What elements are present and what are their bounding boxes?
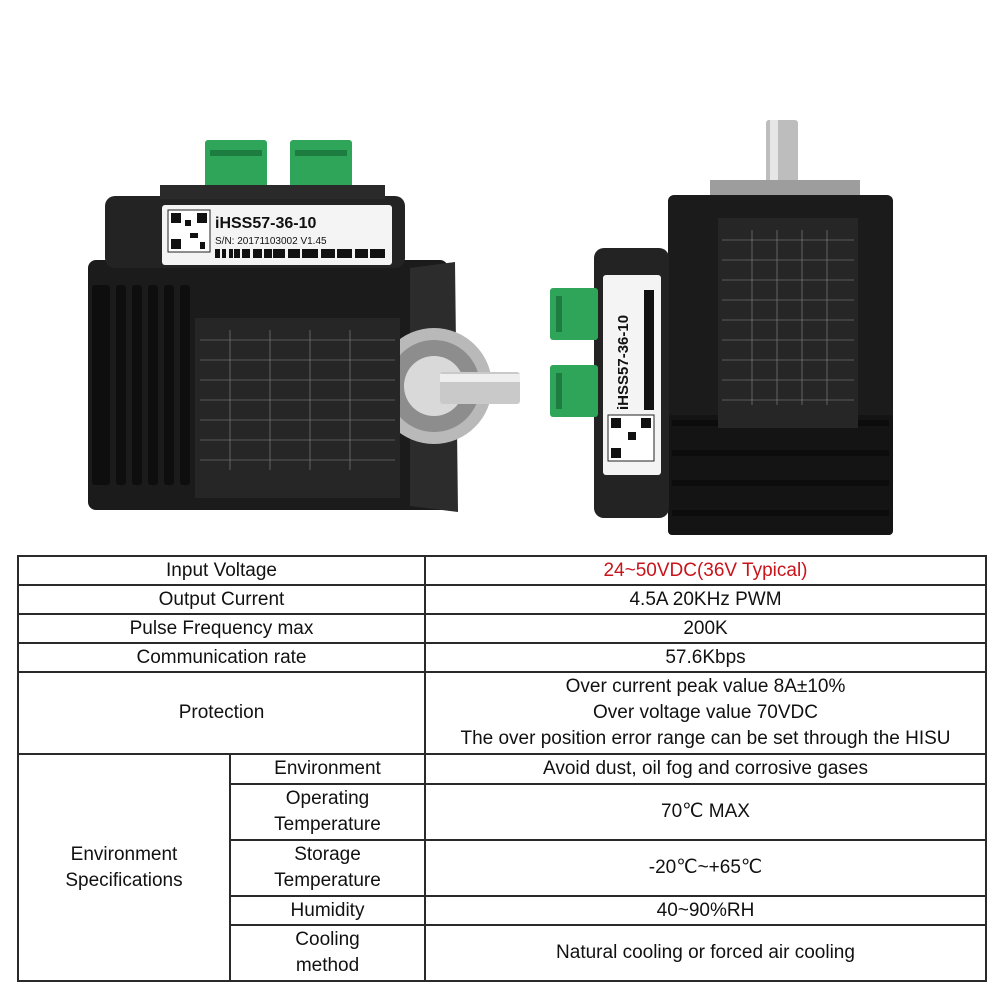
right-pulse-table-plate [718,218,858,428]
output-current-label: Output Current [17,584,426,615]
env-row-value: Natural cooling or forced air cooling [424,924,987,982]
right-model-label: iHSS57-36-10 [615,315,632,410]
protection-value: Over current peak value 8A±10% Over volt… [424,671,987,755]
table-row: Communication rate 57.6Kbps [17,642,987,673]
pulse-frequency-label: Pulse Frequency max [17,613,426,644]
table-row: Pulse Frequency max 200K [17,613,987,644]
protection-line: Over current peak value 8A±10% [565,676,846,697]
output-current-value: 4.5A 20KHz PWM [424,584,987,615]
input-voltage-label: Input Voltage [17,555,426,586]
env-row-label: Cooling method [229,924,426,982]
communication-rate-value: 57.6Kbps [424,642,987,673]
specification-table: Input Voltage 24~50VDC(36V Typical) Outp… [17,555,987,982]
left-pulse-table-plate [195,318,400,498]
env-row-value: 70℃ MAX [424,783,987,841]
env-row-value: Avoid dust, oil fog and corrosive gases [424,753,987,785]
protection-line: The over position error range can be set… [460,728,951,749]
left-serial-label: S/N: 20171103002 V1.45 [215,236,327,247]
table-row: Storage Temperature -20℃~+65℃ [18,839,987,897]
table-row: Humidity 40~90%RH [18,895,987,926]
right-servo-motor: iHSS57-36-10 [550,120,893,535]
environment-specifications-label: Environment Specifications [17,753,231,982]
env-row-label: Storage Temperature [229,839,426,897]
env-row-label: Humidity [229,895,426,926]
protection-line: Over voltage value 70VDC [593,702,818,723]
table-row: Output Current 4.5A 20KHz PWM [17,584,987,615]
communication-rate-label: Communication rate [17,642,426,673]
env-row-value: 40~90%RH [424,895,987,926]
left-model-label: iHSS57-36-10 [215,215,316,232]
env-row-value: -20℃~+65℃ [424,839,987,897]
product-photo: iHSS57-36-10 S/N: 20171103002 V1.45 [88,120,893,535]
pulse-frequency-value: 200K [424,613,987,644]
input-voltage-value: 24~50VDC(36V Typical) [424,555,987,586]
env-row-label: Operating Temperature [229,783,426,841]
left-servo-motor: iHSS57-36-10 S/N: 20171103002 V1.45 [88,140,520,512]
protection-label: Protection [17,671,426,755]
table-row: Input Voltage 24~50VDC(36V Typical) [17,555,987,586]
table-row: Operating Temperature 70℃ MAX [18,783,987,841]
table-row: Environment Specifications Environment A… [17,753,987,982]
env-row-label: Environment [229,753,426,785]
table-row: Protection Over current peak value 8A±10… [17,671,987,755]
table-row: Cooling method Natural cooling or forced… [18,924,987,982]
